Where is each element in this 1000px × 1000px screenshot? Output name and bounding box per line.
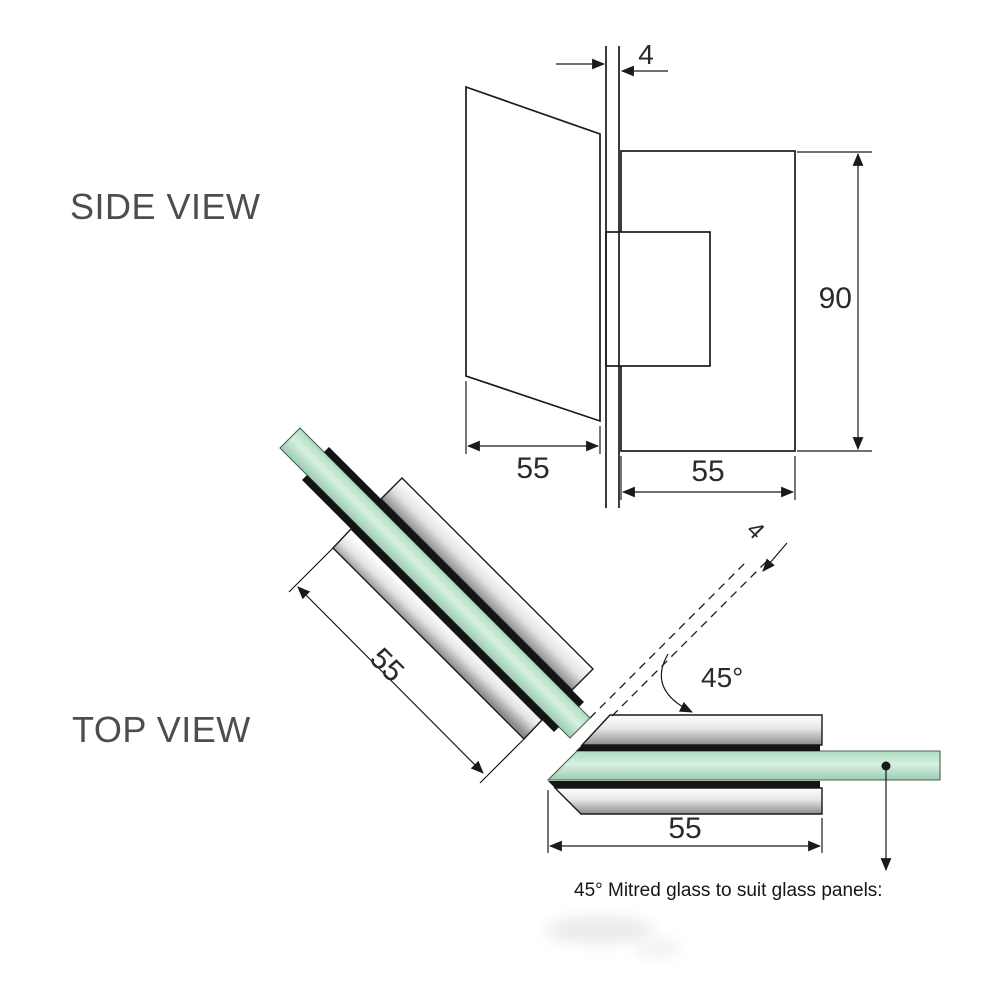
dim-panel-width-label: 55 [516, 452, 549, 485]
side-glass-panel [465, 85, 601, 423]
dim-glass-thickness: 4 [556, 39, 668, 77]
glass-leader-dot [881, 761, 891, 771]
dim-plate-width: 55 [620, 455, 796, 500]
top-view-label: TOP VIEW [72, 709, 251, 750]
side-hinge-body [605, 231, 711, 367]
mitre-angle: 45° [660, 653, 743, 713]
mitre-dashed-line-outer [611, 559, 769, 717]
dim-hinge-height: 90 [797, 151, 872, 452]
caption-text: 45° Mitred glass to suit glass panels: [574, 880, 883, 901]
mitre-angle-label: 45° [701, 662, 743, 693]
dim-diagonal-width-ext-top [288, 547, 334, 593]
horizontal-gasket-lower [548, 781, 820, 788]
horizontal-clamp-lower [553, 787, 823, 815]
side-view-label: SIDE VIEW [70, 186, 261, 227]
dim-plate-width-label: 55 [691, 455, 724, 488]
dim-diagonal-width-label: 55 [363, 642, 410, 689]
dim-glass-gap-arrow [762, 542, 788, 572]
side-view-drawing: 4 90 55 55 [465, 39, 872, 508]
diagonal-gasket-upper [324, 447, 584, 707]
dim-diagonal-width-line [297, 586, 484, 774]
dim-diagonal-width-ext-bottom [479, 738, 525, 784]
diagonal-clamp-upper [380, 477, 594, 691]
horizontal-gasket-upper [576, 745, 820, 751]
dim-horizontal-width: 55 [547, 790, 823, 853]
dim-glass-gap: 4 [741, 516, 788, 572]
dim-panel-width: 55 [465, 381, 601, 485]
glass-leader [880, 761, 892, 872]
dim-glass-gap-label: 4 [741, 516, 770, 545]
dim-glass-thickness-label: 4 [638, 39, 654, 70]
mitre-angle-arc [660, 653, 693, 713]
watermark-smudge [545, 916, 682, 956]
dim-horizontal-width-label: 55 [668, 812, 701, 845]
horizontal-glass-panel [546, 750, 941, 781]
horizontal-clamp-upper [580, 714, 823, 746]
mitre-dashed-line-inner [589, 559, 749, 719]
top-view-drawing: 4 45° 55 55 45° Mitred glass to suit gla [279, 427, 941, 901]
dim-hinge-height-label: 90 [819, 282, 852, 315]
